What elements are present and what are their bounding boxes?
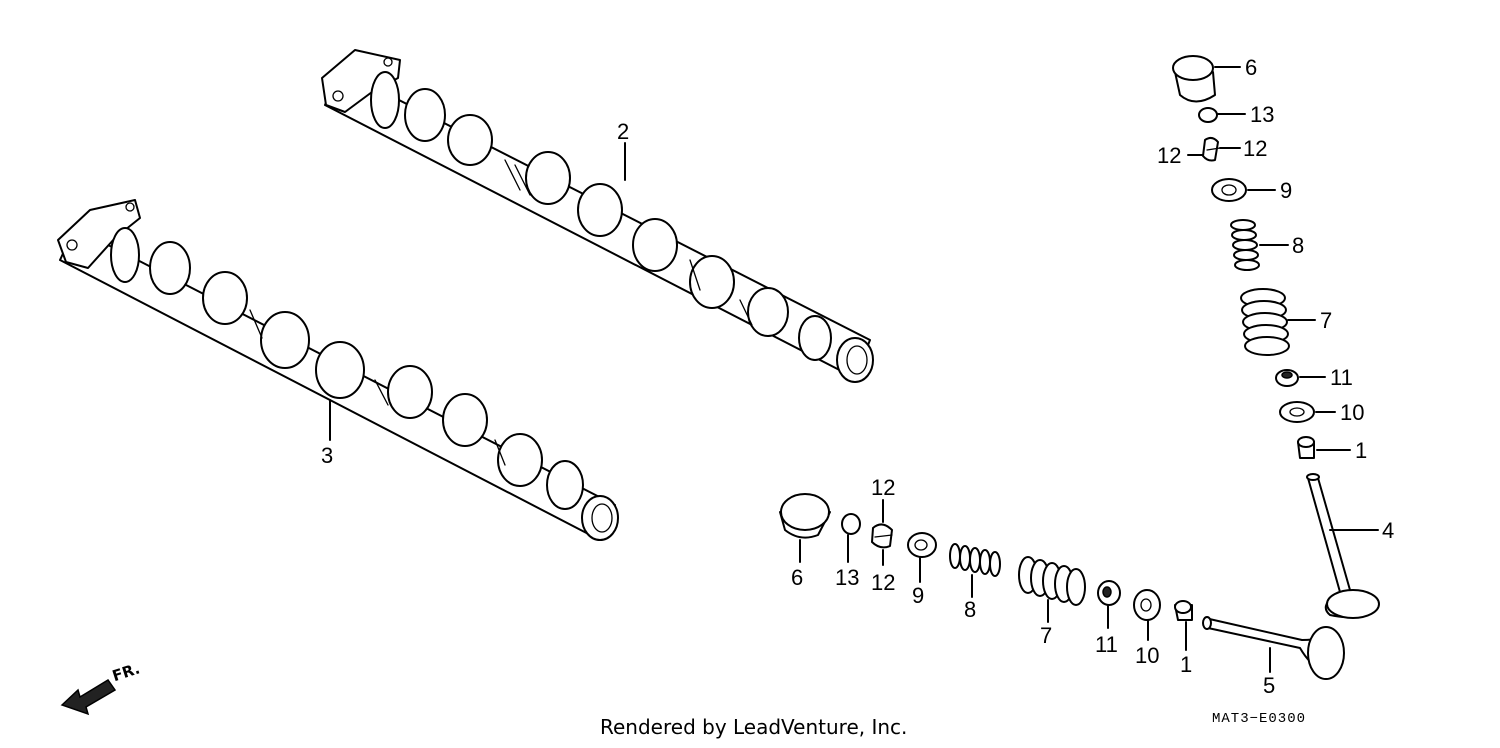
valve-4[interactable] <box>1306 473 1380 619</box>
shim-13-bottom[interactable] <box>841 513 861 535</box>
callout-r6: 6 <box>1245 55 1257 80</box>
guide-1-bottom[interactable] <box>1174 600 1193 621</box>
callout-3: 3 <box>321 443 333 468</box>
callout-b8: 8 <box>964 597 976 622</box>
spring-7-right[interactable] <box>1240 288 1290 356</box>
callout-b11: 11 <box>1095 632 1118 657</box>
callout-b1: 1 <box>1180 652 1192 677</box>
cotters-12-right[interactable] <box>1202 136 1221 162</box>
spring-8-bottom[interactable] <box>949 543 1001 577</box>
diagram-code: MAT3−E0300 <box>1212 711 1307 727</box>
callout-b6: 6 <box>791 565 803 590</box>
callout-r9: 9 <box>1280 178 1292 203</box>
camshaft-3[interactable] <box>57 199 619 541</box>
stem-seal-11-right[interactable] <box>1275 369 1299 387</box>
callout-r8: 8 <box>1292 233 1304 258</box>
spring-7-bottom[interactable] <box>1018 556 1086 606</box>
callout-2: 2 <box>617 119 629 144</box>
callout-r7: 7 <box>1320 308 1332 333</box>
callout-r11: 11 <box>1330 365 1353 390</box>
footer-credit: Rendered by LeadVenture, Inc. <box>600 715 908 739</box>
callout-r4: 4 <box>1382 518 1394 543</box>
shim-13-right[interactable] <box>1198 107 1218 123</box>
callout-r12b: 12 <box>1243 136 1267 161</box>
callout-b7: 7 <box>1040 623 1052 648</box>
callout-b9: 9 <box>912 583 924 608</box>
callout-b13: 13 <box>835 565 859 590</box>
spring-seat-10-bottom[interactable] <box>1133 589 1161 621</box>
stem-seal-11-bottom[interactable] <box>1097 580 1121 606</box>
callout-b12b: 12 <box>871 570 895 595</box>
retainer-9-bottom[interactable] <box>907 532 937 558</box>
callout-b10: 10 <box>1135 643 1159 668</box>
spring-8-right[interactable] <box>1230 219 1260 271</box>
callout-r12a: 12 <box>1157 143 1181 168</box>
callout-b12: 12 <box>871 475 895 500</box>
front-direction-arrow-icon <box>60 678 117 716</box>
camshaft-2[interactable] <box>321 49 874 383</box>
callout-r13: 13 <box>1250 102 1274 127</box>
spring-seat-10-right[interactable] <box>1279 401 1315 423</box>
callout-b5: 5 <box>1263 673 1275 698</box>
cotters-12-bottom[interactable] <box>871 523 893 549</box>
tappet-6-right[interactable] <box>1172 55 1216 103</box>
tappet-6-bottom[interactable] <box>779 493 831 539</box>
callout-r1: 1 <box>1355 438 1367 463</box>
callout-r10: 10 <box>1340 400 1364 425</box>
valve-5[interactable] <box>1202 616 1345 680</box>
retainer-9-right[interactable] <box>1211 178 1247 202</box>
guide-1-right[interactable] <box>1297 436 1315 459</box>
